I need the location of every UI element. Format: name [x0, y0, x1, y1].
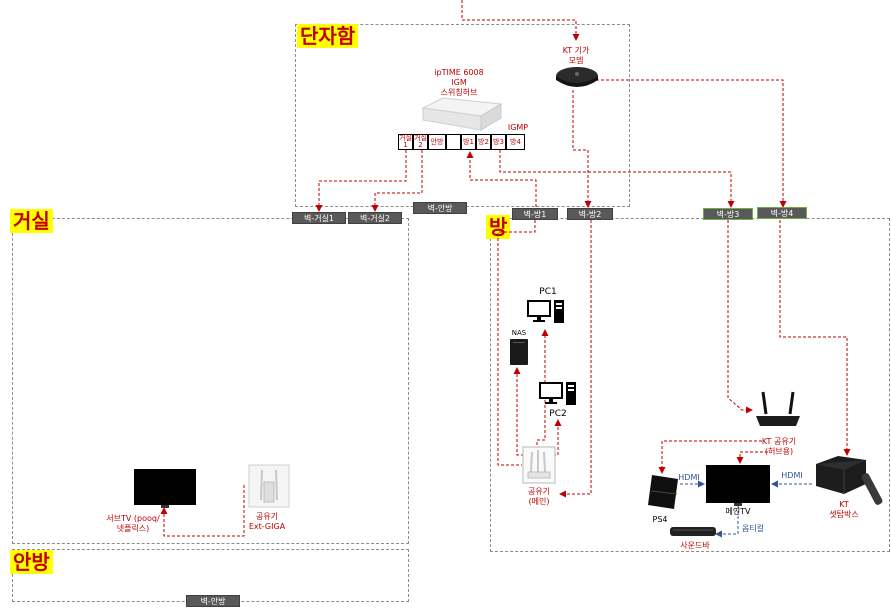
kt-router-icon: [756, 391, 800, 426]
soundbar-label: 사운드바: [680, 541, 710, 550]
line-bang3: [499, 150, 735, 208]
port-bang2: 방2: [476, 134, 491, 150]
zone-label-danja: 단자함: [297, 24, 359, 48]
wall-anbang-top: 벽-안방: [413, 202, 467, 214]
port-bang1: 방1: [461, 134, 476, 150]
line-router-pc2: [548, 419, 562, 456]
wall-anbang-bottom: 벽-안방: [186, 595, 240, 607]
port-living1: 거실 1: [398, 134, 413, 150]
line-living1: [315, 150, 407, 212]
sub-tv-label: 서브TV (pooq/ 넷플릭스): [106, 514, 160, 533]
line-optical: [715, 506, 739, 538]
pc1-icon: [527, 300, 564, 323]
kt-settop-icon: [816, 456, 883, 505]
port-bang4: 방4: [506, 134, 525, 150]
kt-modem-icon: [556, 67, 598, 87]
wall-bang3: 벽-방3: [703, 208, 753, 220]
kt-settop-label: KT 셋탑박스: [829, 500, 859, 519]
line-bang4-settop: [779, 220, 851, 456]
main-tv-icon: [706, 465, 770, 506]
kt-modem-label: KT 기가 모뎀: [562, 46, 590, 65]
soundbar-icon: [670, 527, 716, 536]
line-bang2-router: [559, 220, 592, 498]
wall-bang2: 벽-방2: [567, 208, 613, 220]
port-bang3: 방3: [491, 134, 506, 150]
sub-tv-icon: [134, 469, 196, 508]
zone-label-anbang: 안방: [10, 550, 53, 574]
line-ktrouter-ps4: [658, 440, 762, 474]
living-zone: [12, 218, 409, 544]
pc1-label: PC1: [539, 287, 557, 297]
optical-label: 옵티컬: [741, 524, 765, 533]
kt-router-label: KT 공유기 (허브용): [761, 437, 797, 456]
line-ext-subtv: [160, 485, 245, 537]
wall-living2: 벽-거실2: [348, 212, 402, 224]
nas-icon: [510, 339, 528, 365]
igmp-label: IGMP: [507, 123, 529, 132]
wall-bang4: 벽-방4: [757, 207, 807, 219]
line-incoming: [461, 0, 580, 41]
line-living2: [371, 150, 423, 212]
switch-hub-label: ipTIME 6008 IGM 스위칭허브: [434, 68, 484, 97]
line-bang1-router: [497, 220, 536, 466]
ext-router-label: 공유기 Ext-GIGA: [248, 512, 286, 531]
ps4-icon: [648, 475, 678, 509]
port-anbang: 안방: [428, 134, 446, 150]
line-modem-bang2: [572, 90, 592, 208]
zone-label-living: 거실: [10, 209, 53, 233]
hdmi-ps4-label: HDMI: [678, 473, 700, 482]
line-bang3-ktrouter: [727, 220, 753, 414]
zone-label-bang: 방: [486, 215, 511, 239]
switch-hub-icon: [421, 97, 503, 131]
wall-bang1: 벽-방1: [512, 208, 558, 220]
port-living2: 거실 2: [413, 134, 428, 150]
hdmi-settop-label: HDMI: [781, 471, 803, 480]
main-tv-label: 메인TV: [725, 507, 751, 516]
pc2-label: PC2: [549, 409, 567, 419]
port-empty: [446, 134, 461, 150]
line-ktrouter-tv: [736, 451, 768, 464]
main-router-label: 공유기 (메인): [527, 487, 551, 506]
ext-router-icon: [248, 464, 290, 508]
line-modem-bang4: [596, 79, 787, 208]
main-router-icon: [522, 446, 556, 484]
nas-label: NAS: [511, 329, 527, 337]
wall-living1: 벽-거실1: [292, 212, 346, 224]
ps4-label: PS4: [652, 515, 668, 524]
line-router-nas: [513, 367, 524, 456]
pc2-icon: [539, 382, 576, 405]
bang-zone: [490, 218, 890, 552]
line-bang1-up: [466, 151, 537, 212]
